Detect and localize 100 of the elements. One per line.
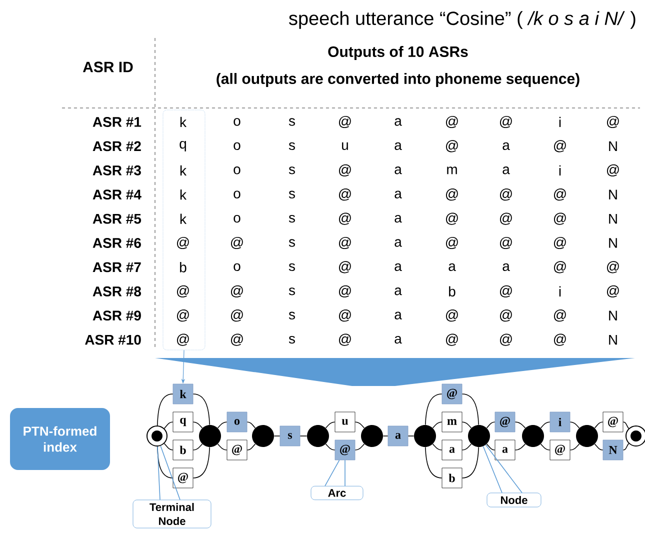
phoneme-cell: @ bbox=[339, 310, 351, 322]
phoneme-cell: @ bbox=[554, 212, 566, 225]
arc-box: @ bbox=[226, 440, 248, 460]
arc-line bbox=[540, 422, 550, 428]
phoneme-cell: @ bbox=[500, 334, 512, 346]
phoneme-cell: k bbox=[180, 116, 187, 128]
arc-line bbox=[594, 444, 604, 450]
phoneme-cell: @ bbox=[554, 261, 566, 274]
phoneme-cell: b bbox=[449, 286, 456, 297]
arc-line bbox=[192, 444, 203, 450]
phoneme-cell: a bbox=[394, 166, 402, 174]
arc-box: i bbox=[550, 412, 570, 432]
arc-line bbox=[354, 422, 365, 428]
phoneme-cell: i bbox=[559, 165, 561, 176]
state-node bbox=[307, 424, 329, 447]
arc-box: m bbox=[442, 412, 462, 432]
phoneme-cell: s bbox=[288, 142, 295, 150]
phoneme-cell: a bbox=[394, 118, 402, 126]
phoneme-cell: N bbox=[609, 238, 617, 248]
arc-line bbox=[192, 394, 210, 426]
phoneme-cell: @ bbox=[446, 212, 458, 225]
arc-box: @ bbox=[334, 440, 356, 460]
phoneme-cell: N bbox=[609, 190, 617, 200]
state-node bbox=[414, 424, 436, 447]
phoneme-cell: @ bbox=[554, 236, 566, 250]
arc-line bbox=[486, 444, 496, 450]
callout: Arc bbox=[310, 486, 364, 500]
arc-line bbox=[570, 422, 580, 428]
arc-line bbox=[462, 444, 472, 450]
arc-line bbox=[325, 422, 336, 428]
row-label: ASR #10 bbox=[85, 334, 141, 345]
phoneme-cell: @ bbox=[177, 285, 189, 298]
phoneme-cell: m bbox=[447, 166, 457, 174]
arc-line bbox=[462, 422, 472, 428]
arc-box: @ bbox=[442, 384, 462, 404]
arc-box: o bbox=[226, 412, 248, 432]
phoneme-cell: i bbox=[559, 116, 561, 128]
arc-line bbox=[432, 422, 442, 428]
arc-line bbox=[570, 444, 580, 450]
phoneme-cell: @ bbox=[446, 236, 458, 250]
callout-pointer bbox=[157, 445, 180, 500]
phoneme-cell: i bbox=[559, 286, 561, 296]
row-label: ASR #9 bbox=[92, 310, 141, 321]
arc-box: @ bbox=[550, 440, 570, 460]
phoneme-cell: @ bbox=[554, 188, 566, 201]
arc-line bbox=[425, 446, 442, 478]
column-header: (all outputs are converted into phoneme sequence) bbox=[216, 73, 580, 87]
callout-pointer bbox=[324, 460, 346, 486]
phoneme-cell: @ bbox=[446, 188, 458, 201]
phoneme-cell: a bbox=[394, 312, 402, 320]
callout: Node bbox=[486, 492, 542, 508]
phoneme-cell: a bbox=[394, 142, 402, 150]
arc-line bbox=[192, 422, 203, 428]
arc-line bbox=[622, 422, 630, 429]
phoneme-cell: o bbox=[234, 118, 240, 126]
phoneme-cell: @ bbox=[339, 116, 351, 128]
arc-box: b bbox=[442, 468, 462, 488]
arc-line bbox=[217, 444, 228, 450]
phoneme-cell: k bbox=[180, 214, 187, 224]
callout: Terminal Node bbox=[132, 500, 212, 528]
arc-line bbox=[462, 394, 480, 426]
arc-box: a bbox=[442, 440, 462, 460]
phoneme-cell: @ bbox=[500, 236, 512, 250]
arc-box: b bbox=[172, 440, 194, 460]
phoneme-cell: k bbox=[180, 165, 187, 176]
column-header: ASR ID bbox=[82, 62, 133, 72]
phoneme-cell: a bbox=[394, 190, 402, 198]
phoneme-cell: @ bbox=[500, 285, 512, 298]
phoneme-cell: s bbox=[288, 166, 295, 174]
terminal-node bbox=[146, 425, 168, 446]
arc-line bbox=[156, 394, 174, 426]
arc-line bbox=[217, 422, 228, 428]
row-label: ASR #4 bbox=[92, 190, 142, 200]
phoneme-cell: @ bbox=[339, 236, 351, 250]
phoneme-cell: @ bbox=[500, 310, 512, 322]
phoneme-cell: @ bbox=[446, 310, 458, 322]
arc-line bbox=[164, 443, 174, 450]
phoneme-cell: @ bbox=[231, 310, 243, 322]
arc-line bbox=[622, 443, 630, 450]
arc-line bbox=[354, 444, 365, 450]
arc-line bbox=[246, 444, 256, 450]
phoneme-cell: o bbox=[234, 142, 240, 150]
phoneme-cell: @ bbox=[554, 310, 566, 322]
arc-box: @ bbox=[172, 468, 194, 488]
row-label: ASR #8 bbox=[92, 286, 142, 296]
phoneme-cell: a bbox=[502, 166, 510, 174]
phoneme-cell: a bbox=[394, 239, 402, 247]
phoneme-cell: @ bbox=[500, 188, 512, 201]
arc-line bbox=[486, 422, 496, 428]
arc-line bbox=[192, 446, 210, 478]
arc-box: N bbox=[602, 440, 624, 460]
phoneme-cell: @ bbox=[231, 285, 243, 298]
phoneme-cell: @ bbox=[177, 236, 189, 250]
arc-line bbox=[246, 422, 256, 428]
phoneme-cell: @ bbox=[339, 212, 351, 225]
phoneme-cell: s bbox=[288, 288, 295, 296]
row-label: ASR #6 bbox=[92, 238, 141, 248]
arc-line bbox=[432, 444, 442, 450]
phoneme-cell: o bbox=[234, 263, 240, 272]
arc-box: @ bbox=[494, 412, 516, 432]
